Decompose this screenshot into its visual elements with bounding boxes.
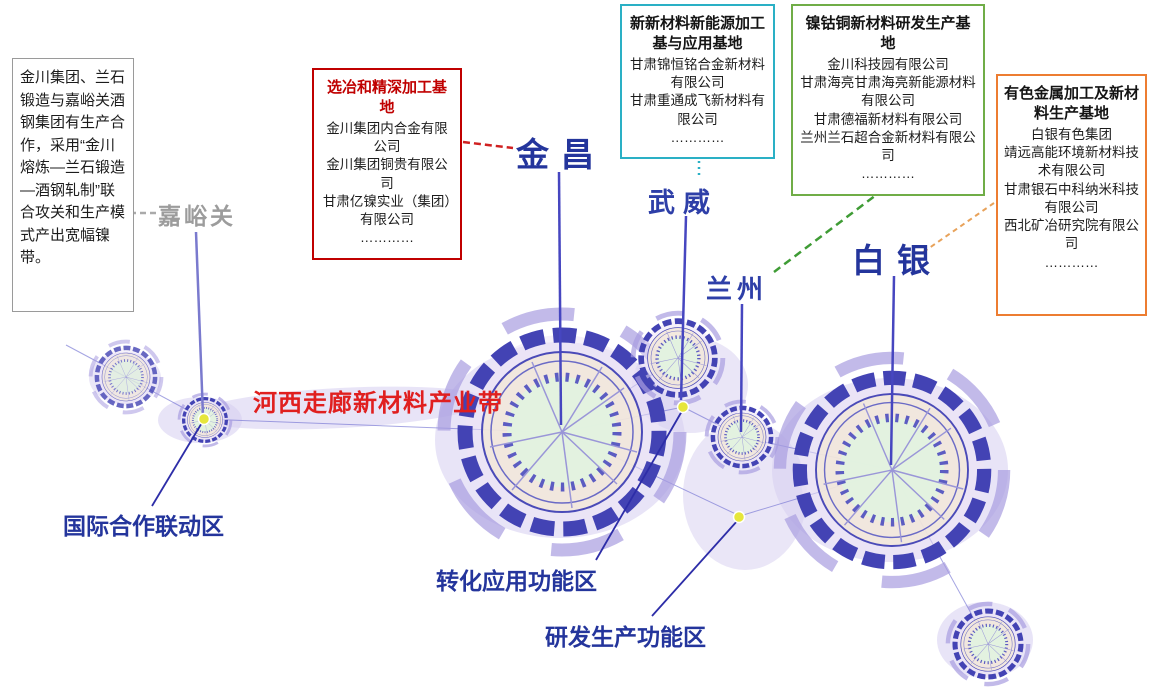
jiayuguan-note-text: 金川集团、兰石锻造与嘉峪关酒钢集团有生产合作，采用“金川熔炼—兰石锻造—酒钢轧制…	[20, 69, 126, 266]
city-label-baiyin: 白银	[852, 242, 942, 279]
hub-west	[91, 342, 162, 413]
company-item: 甘肃重通成飞新材料有限公司	[630, 93, 765, 127]
city-label-jiayuguan: 嘉峪关	[158, 203, 236, 229]
nonferrous-base-title: 有色金属加工及新材料生产基地	[1004, 85, 1140, 122]
company-item: 白银有色集团	[1031, 127, 1112, 142]
company-item: 金川集团铜贵有限公司	[326, 157, 448, 191]
zone-label-international: 国际合作联动区	[63, 513, 224, 539]
company-item: 甘肃银石中科纳米科技有限公司	[1004, 181, 1139, 215]
ellipsis-row: …………	[861, 166, 915, 182]
ellipsis-row: …………	[360, 230, 414, 246]
smelting-base-title: 选冶和精深加工基地	[326, 79, 447, 116]
ellipsis-row: …………	[1044, 254, 1099, 270]
nickel-cobalt-base-box: 镍钴铜新材料研发生产基地 金川科技园有限公司 甘肃海亮甘肃海亮新能源材料有限公司…	[791, 4, 985, 196]
city-label-lanzhou: 兰州	[706, 274, 769, 304]
company-item: 甘肃德福新材料有限公司	[813, 111, 963, 127]
box-connectors	[120, 140, 995, 273]
new-energy-base-title: 新新材料新能源加工基与应用基地	[629, 15, 765, 52]
company-item: 西北矿冶研究院有限公司	[1004, 218, 1139, 252]
zone-label-transformation: 转化应用功能区	[436, 568, 597, 594]
company-item: 金川集团内合金有限公司	[326, 121, 448, 155]
zone-pointers	[151, 410, 739, 617]
company-item: 甘肃锦恒铭合金新材料有限公司	[630, 57, 765, 91]
company-item: 金川科技园有限公司	[827, 57, 949, 72]
corridor-label: 河西走廊新材料产业带	[253, 390, 503, 417]
jiayuguan-note-box: 金川集团、兰石锻造与嘉峪关酒钢集团有生产合作，采用“金川熔炼—兰石锻造—酒钢轧制…	[12, 58, 134, 312]
nickel-cobalt-base-title: 镍钴铜新材料研发生产基地	[805, 15, 971, 52]
company-item: 靖远高能环境新材料技术有限公司	[1004, 145, 1139, 179]
smelting-base-box: 选冶和精深加工基地 金川集团内合金有限公司 金川集团铜贵有限公司 甘肃亿镍实业（…	[312, 68, 462, 260]
company-item: 甘肃海亮甘肃海亮新能源材料有限公司	[800, 75, 976, 109]
nonferrous-base-box: 有色金属加工及新材料生产基地 白银有色集团 靖远高能环境新材料技术有限公司 甘肃…	[996, 74, 1147, 316]
city-stems	[194, 171, 896, 466]
node-dots	[197, 400, 746, 524]
ellipsis-row: …………	[670, 129, 725, 145]
city-label-wuwei: 武威	[648, 188, 718, 218]
new-energy-base-box: 新新材料新能源加工基与应用基地 甘肃锦恒铭合金新材料有限公司 甘肃重通成飞新材料…	[620, 4, 775, 160]
city-label-jinchang: 金昌	[516, 136, 606, 173]
company-item: 甘肃亿镍实业（集团）有限公司	[322, 193, 452, 228]
zone-label-rnd: 研发生产功能区	[545, 624, 706, 650]
company-item: 兰州兰石超合金新材料有限公司	[800, 129, 976, 164]
